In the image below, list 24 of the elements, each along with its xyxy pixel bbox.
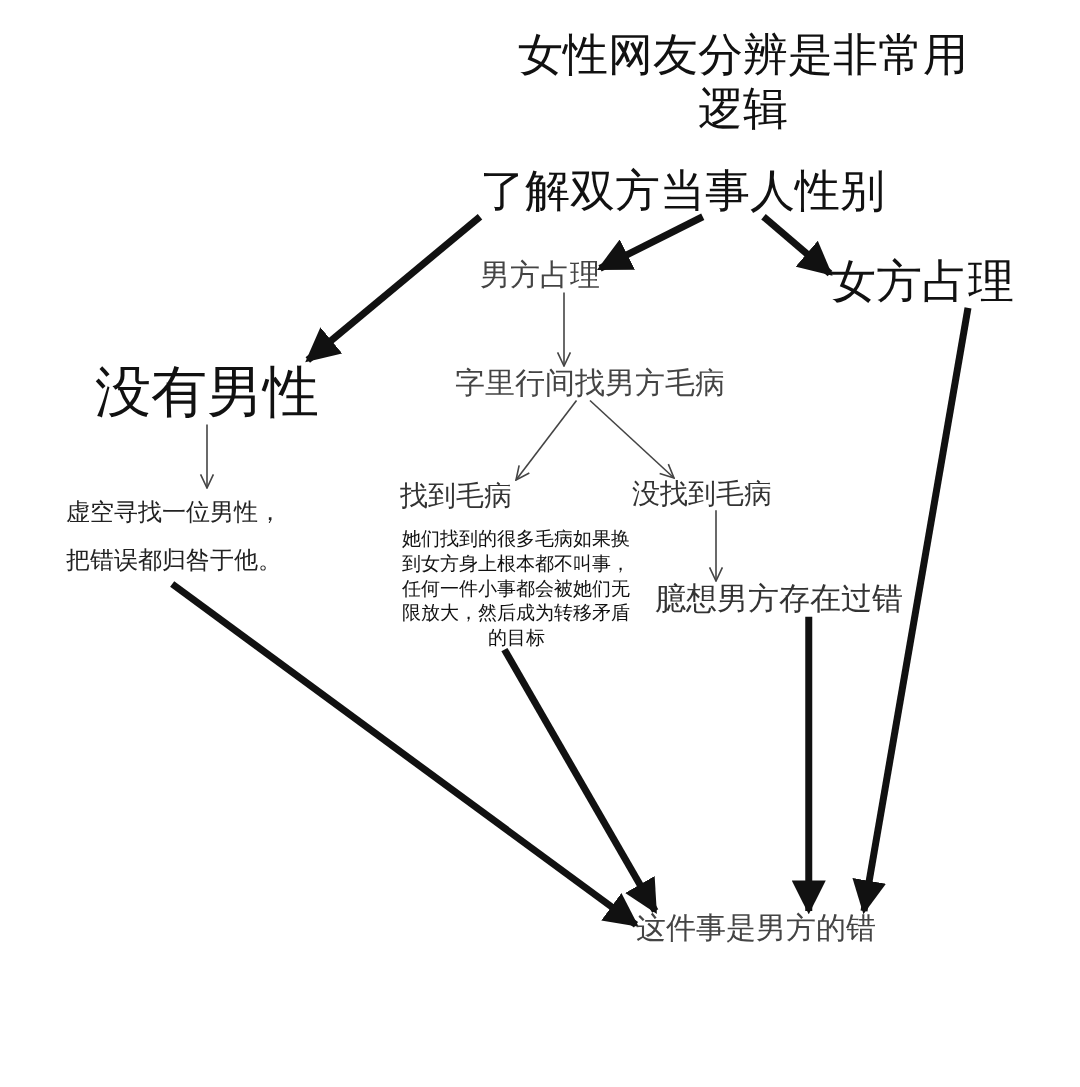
- diagram-title: 女性网友分辨是非常用逻辑: [516, 28, 969, 136]
- step-text: 找到毛病: [400, 480, 512, 513]
- note-text: 她们找到的很多毛病如果换到女方身上根本都不叫事，任何一件小事都会被她们无限放大，然后成为转移矛盾的目标: [401, 526, 631, 650]
- arrow: [852, 307, 972, 915]
- step-text: 了解双方当事人性别: [480, 165, 885, 217]
- step-text: 虚空寻找一位男性，把错误都归咎于他。: [66, 497, 283, 576]
- step-text: 男方占理: [480, 258, 600, 293]
- arrow: [708, 509, 724, 582]
- step-text: 臆想男方存在过错: [655, 581, 903, 617]
- arrow: [305, 214, 483, 363]
- arrow: [501, 647, 659, 914]
- arrow: [761, 214, 833, 277]
- arrow: [556, 291, 572, 367]
- arrow: [596, 213, 705, 272]
- arrow: [170, 581, 639, 928]
- step-text: 字里行间找男方毛病: [455, 366, 725, 401]
- step-text: 这件事是男方的错: [636, 911, 876, 946]
- arrow: [589, 399, 675, 479]
- arrow: [199, 423, 215, 489]
- step-text: 女方占理: [830, 255, 1014, 308]
- step-text: 没有男性: [95, 360, 319, 425]
- arrow: [791, 616, 826, 915]
- arrow: [515, 399, 578, 481]
- step-text: 没找到毛病: [632, 478, 772, 511]
